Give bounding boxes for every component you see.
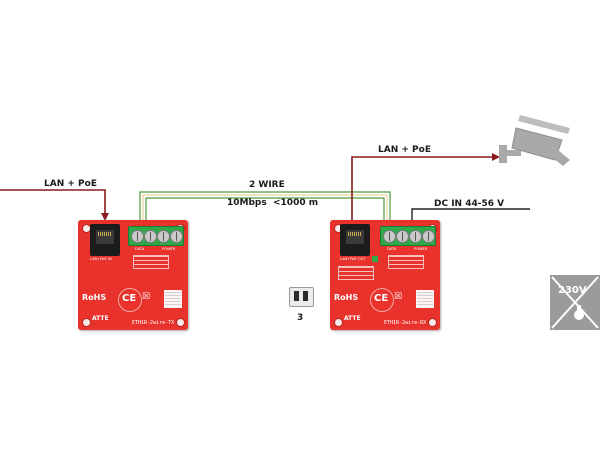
distance-label: <1000 m [273,198,319,208]
rj45-port-label: LAN+PoE IN [90,257,112,261]
lan-input-line [0,189,106,218]
rohs-mark: RoHS [82,293,107,302]
transmitter-board: LAN+PoE IN DATA POWER RoHS CE ☒ ATTE ETH… [78,220,188,330]
ce-mark-ring [118,288,142,312]
lan-poe-input-label: LAN + PoE [44,179,97,189]
screw-terminal-block [380,226,436,246]
rj45-port [90,224,120,256]
dc-input-line [411,208,530,222]
two-wire-line-inner [145,197,385,222]
jumper-header [372,256,378,262]
qr-code [164,290,182,308]
ce-mark-ring [370,288,394,312]
data-terminal-label: DATA [387,247,397,251]
mounting-hole [334,318,343,327]
rj45-port [340,224,370,256]
mounting-hole [82,318,91,327]
power-terminal-label: POWER [162,247,176,251]
model-label: ETH1R-2wire-RX [384,320,427,326]
lan-output-line [351,156,497,222]
jumper-number-label: 3 [297,313,304,323]
screw-terminal-block [128,226,184,246]
lan-output-arrowhead [492,153,500,161]
spec-table [133,255,169,269]
jumper-table [338,266,374,280]
lan-poe-output-label: LAN + PoE [378,145,431,155]
weee-bin-icon: ☒ [142,292,151,302]
rj45-port-label: LAN+PoE OUT [340,257,366,261]
mounting-hole [428,318,437,327]
badge-text: 230V [558,285,587,296]
atte-logo: ATTE [92,315,109,322]
ce-mark: CE [374,293,389,304]
dc-input-label: DC IN 44-56 V [434,199,505,209]
ce-mark: CE [122,293,137,304]
speed-label: 10Mbps [227,198,267,208]
weee-bin-icon: ☒ [394,292,403,302]
jumper-cap-icon [289,287,314,307]
model-label: ETH1R-2wire-TX [132,320,175,326]
data-terminal-label: DATA [135,247,145,251]
two-wire-line-middle [142,194,388,222]
two-wire-label: 2 WIRE [249,180,285,190]
spec-table [388,255,424,269]
atte-logo: ATTE [344,315,361,322]
qr-code [416,290,434,308]
lan-input-arrowhead [101,213,109,221]
rohs-mark: RoHS [334,293,359,302]
mounting-hole [176,318,185,327]
no-230v-mains-icon: 230V [550,275,600,330]
cctv-camera-icon [499,115,570,166]
power-terminal-label: POWER [414,247,428,251]
receiver-board: LAN+PoE OUT DATA POWER RoHS CE ☒ ATTE ET… [330,220,440,330]
two-wire-line-outer [139,191,391,222]
